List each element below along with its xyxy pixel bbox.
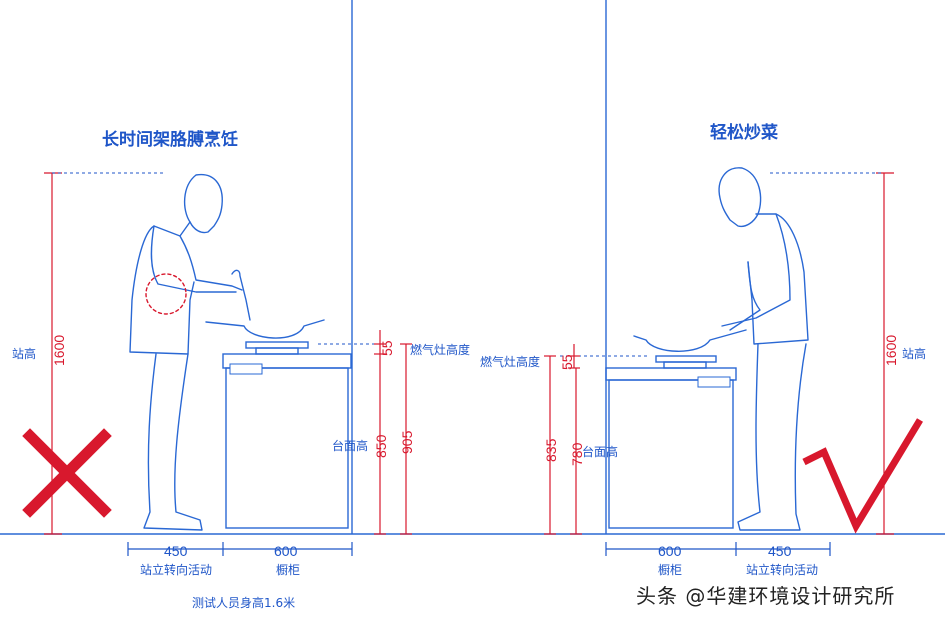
right-stove-label: 燃气灶高度 bbox=[480, 354, 540, 369]
left-cabinet-label: 橱柜 bbox=[276, 563, 300, 577]
right-person-figure bbox=[718, 167, 809, 531]
right-cabinet-label: 橱柜 bbox=[658, 563, 682, 577]
left-space-label: 站立转向活动 bbox=[140, 562, 212, 577]
right-height-label: 站高 bbox=[902, 346, 926, 361]
left-person-figure bbox=[129, 173, 251, 531]
left-counter-label: 台面高 bbox=[332, 438, 368, 453]
left-counter-value: 850 bbox=[373, 434, 389, 458]
left-panel: 长时间架胳膊烹饪 1600 站高 bbox=[12, 129, 470, 610]
footnote: 测试人员身高1.6米 bbox=[192, 595, 295, 610]
right-cabinet-value: 600 bbox=[658, 543, 682, 559]
right-cabinet bbox=[605, 367, 737, 529]
right-height-value: 1600 bbox=[883, 335, 899, 366]
left-title: 长时间架胳膊烹饪 bbox=[102, 129, 238, 150]
right-panel: 轻松炒菜 1600 站高 bbox=[480, 122, 926, 577]
left-height-label: 站高 bbox=[12, 346, 36, 361]
right-wok bbox=[633, 329, 747, 369]
right-total-value: 835 bbox=[543, 438, 559, 462]
watermark: 头条 @华建环境设计研究所 bbox=[636, 584, 896, 608]
left-wok bbox=[205, 319, 325, 355]
right-title: 轻松炒菜 bbox=[710, 122, 779, 143]
left-height-value: 1600 bbox=[51, 335, 67, 366]
cross-icon bbox=[22, 428, 112, 518]
right-counter-label: 台面高 bbox=[582, 444, 618, 459]
right-space-value: 450 bbox=[768, 543, 792, 559]
check-icon bbox=[802, 418, 923, 534]
left-cabinet-value: 600 bbox=[274, 543, 298, 559]
left-cabinet bbox=[222, 353, 352, 529]
left-total-value: 905 bbox=[399, 430, 415, 454]
right-space-label: 站立转向活动 bbox=[746, 562, 818, 577]
right-counter-value: 780 bbox=[569, 442, 585, 466]
left-stove-label: 燃气灶高度 bbox=[410, 342, 470, 357]
left-stove-value: 55 bbox=[379, 340, 395, 356]
right-brand-badge bbox=[697, 376, 731, 388]
left-brand-badge bbox=[229, 363, 263, 375]
elbow-strain-indicator bbox=[145, 273, 187, 315]
right-stove-value: 55 bbox=[559, 354, 575, 370]
left-space-value: 450 bbox=[164, 543, 188, 559]
